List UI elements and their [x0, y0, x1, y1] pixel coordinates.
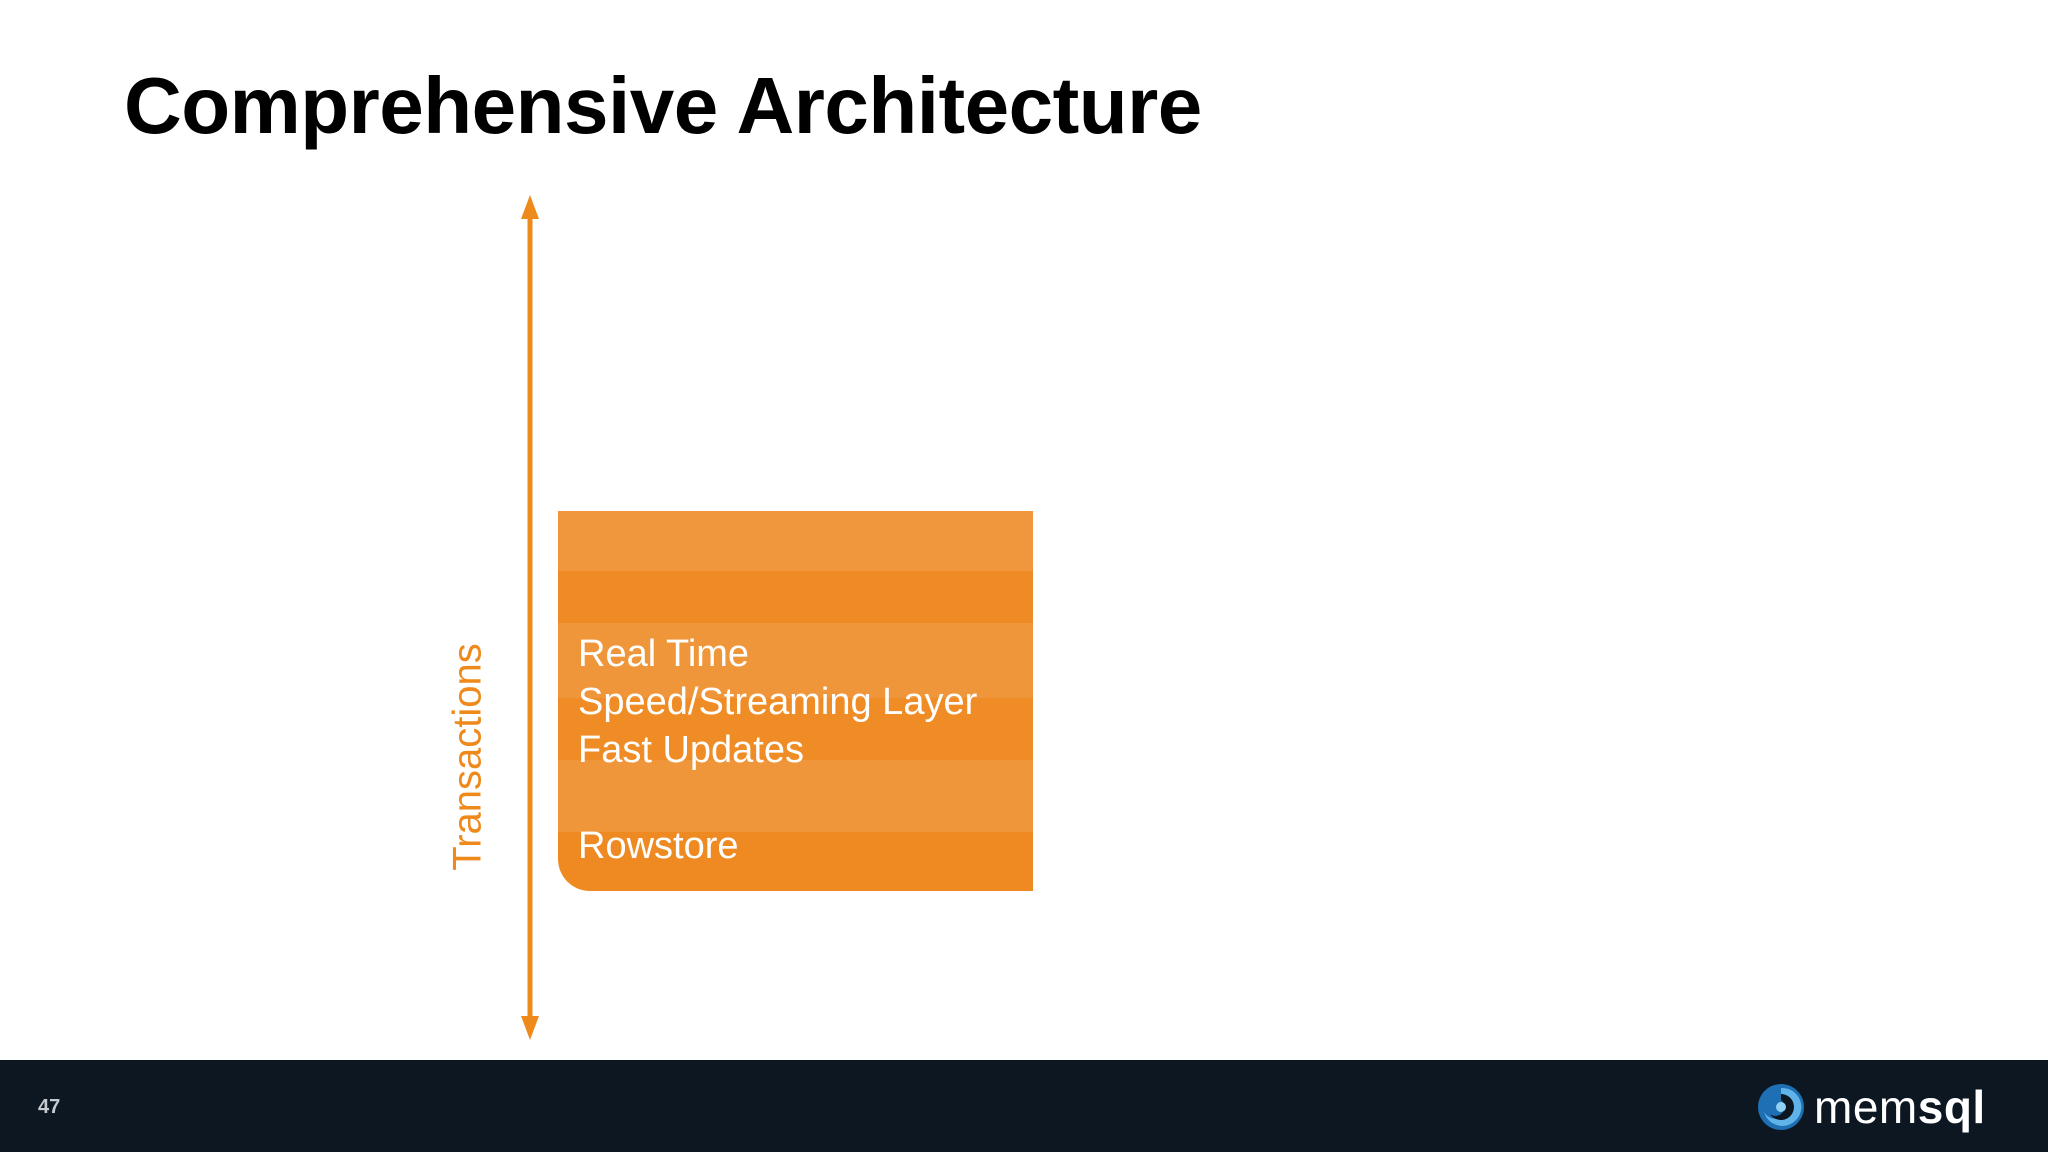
slide-title: Comprehensive Architecture [124, 61, 1202, 150]
transactions-axis-arrow [521, 195, 539, 1040]
memsql-logo: memsql [1756, 1080, 1986, 1134]
layer-band [558, 571, 1033, 623]
layer-band [558, 511, 1033, 571]
page-number: 47 [38, 1096, 61, 1118]
layer-line-real-time: Real Time [578, 633, 750, 675]
layer-band [558, 623, 1033, 698]
layer-line-fast-updates: Fast Updates [578, 729, 804, 771]
layer-band [558, 760, 1033, 832]
layer-band [558, 698, 1033, 760]
layer-line-speed-streaming: Speed/Streaming Layer [578, 681, 978, 723]
logo-suffix: sql [1917, 1081, 1986, 1133]
layer-band [558, 832, 1033, 891]
footer-bar [0, 1060, 2048, 1152]
logo-wordmark: memsql [1814, 1080, 1986, 1134]
memsql-swirl-icon [1758, 1084, 1804, 1130]
layer-line-rowstore: Rowstore [578, 825, 739, 867]
logo-prefix: mem [1814, 1081, 1918, 1133]
axis-label: Transactions [445, 643, 490, 871]
rowstore-layer-box: Real Time Speed/Streaming Layer Fast Upd… [558, 511, 1033, 891]
